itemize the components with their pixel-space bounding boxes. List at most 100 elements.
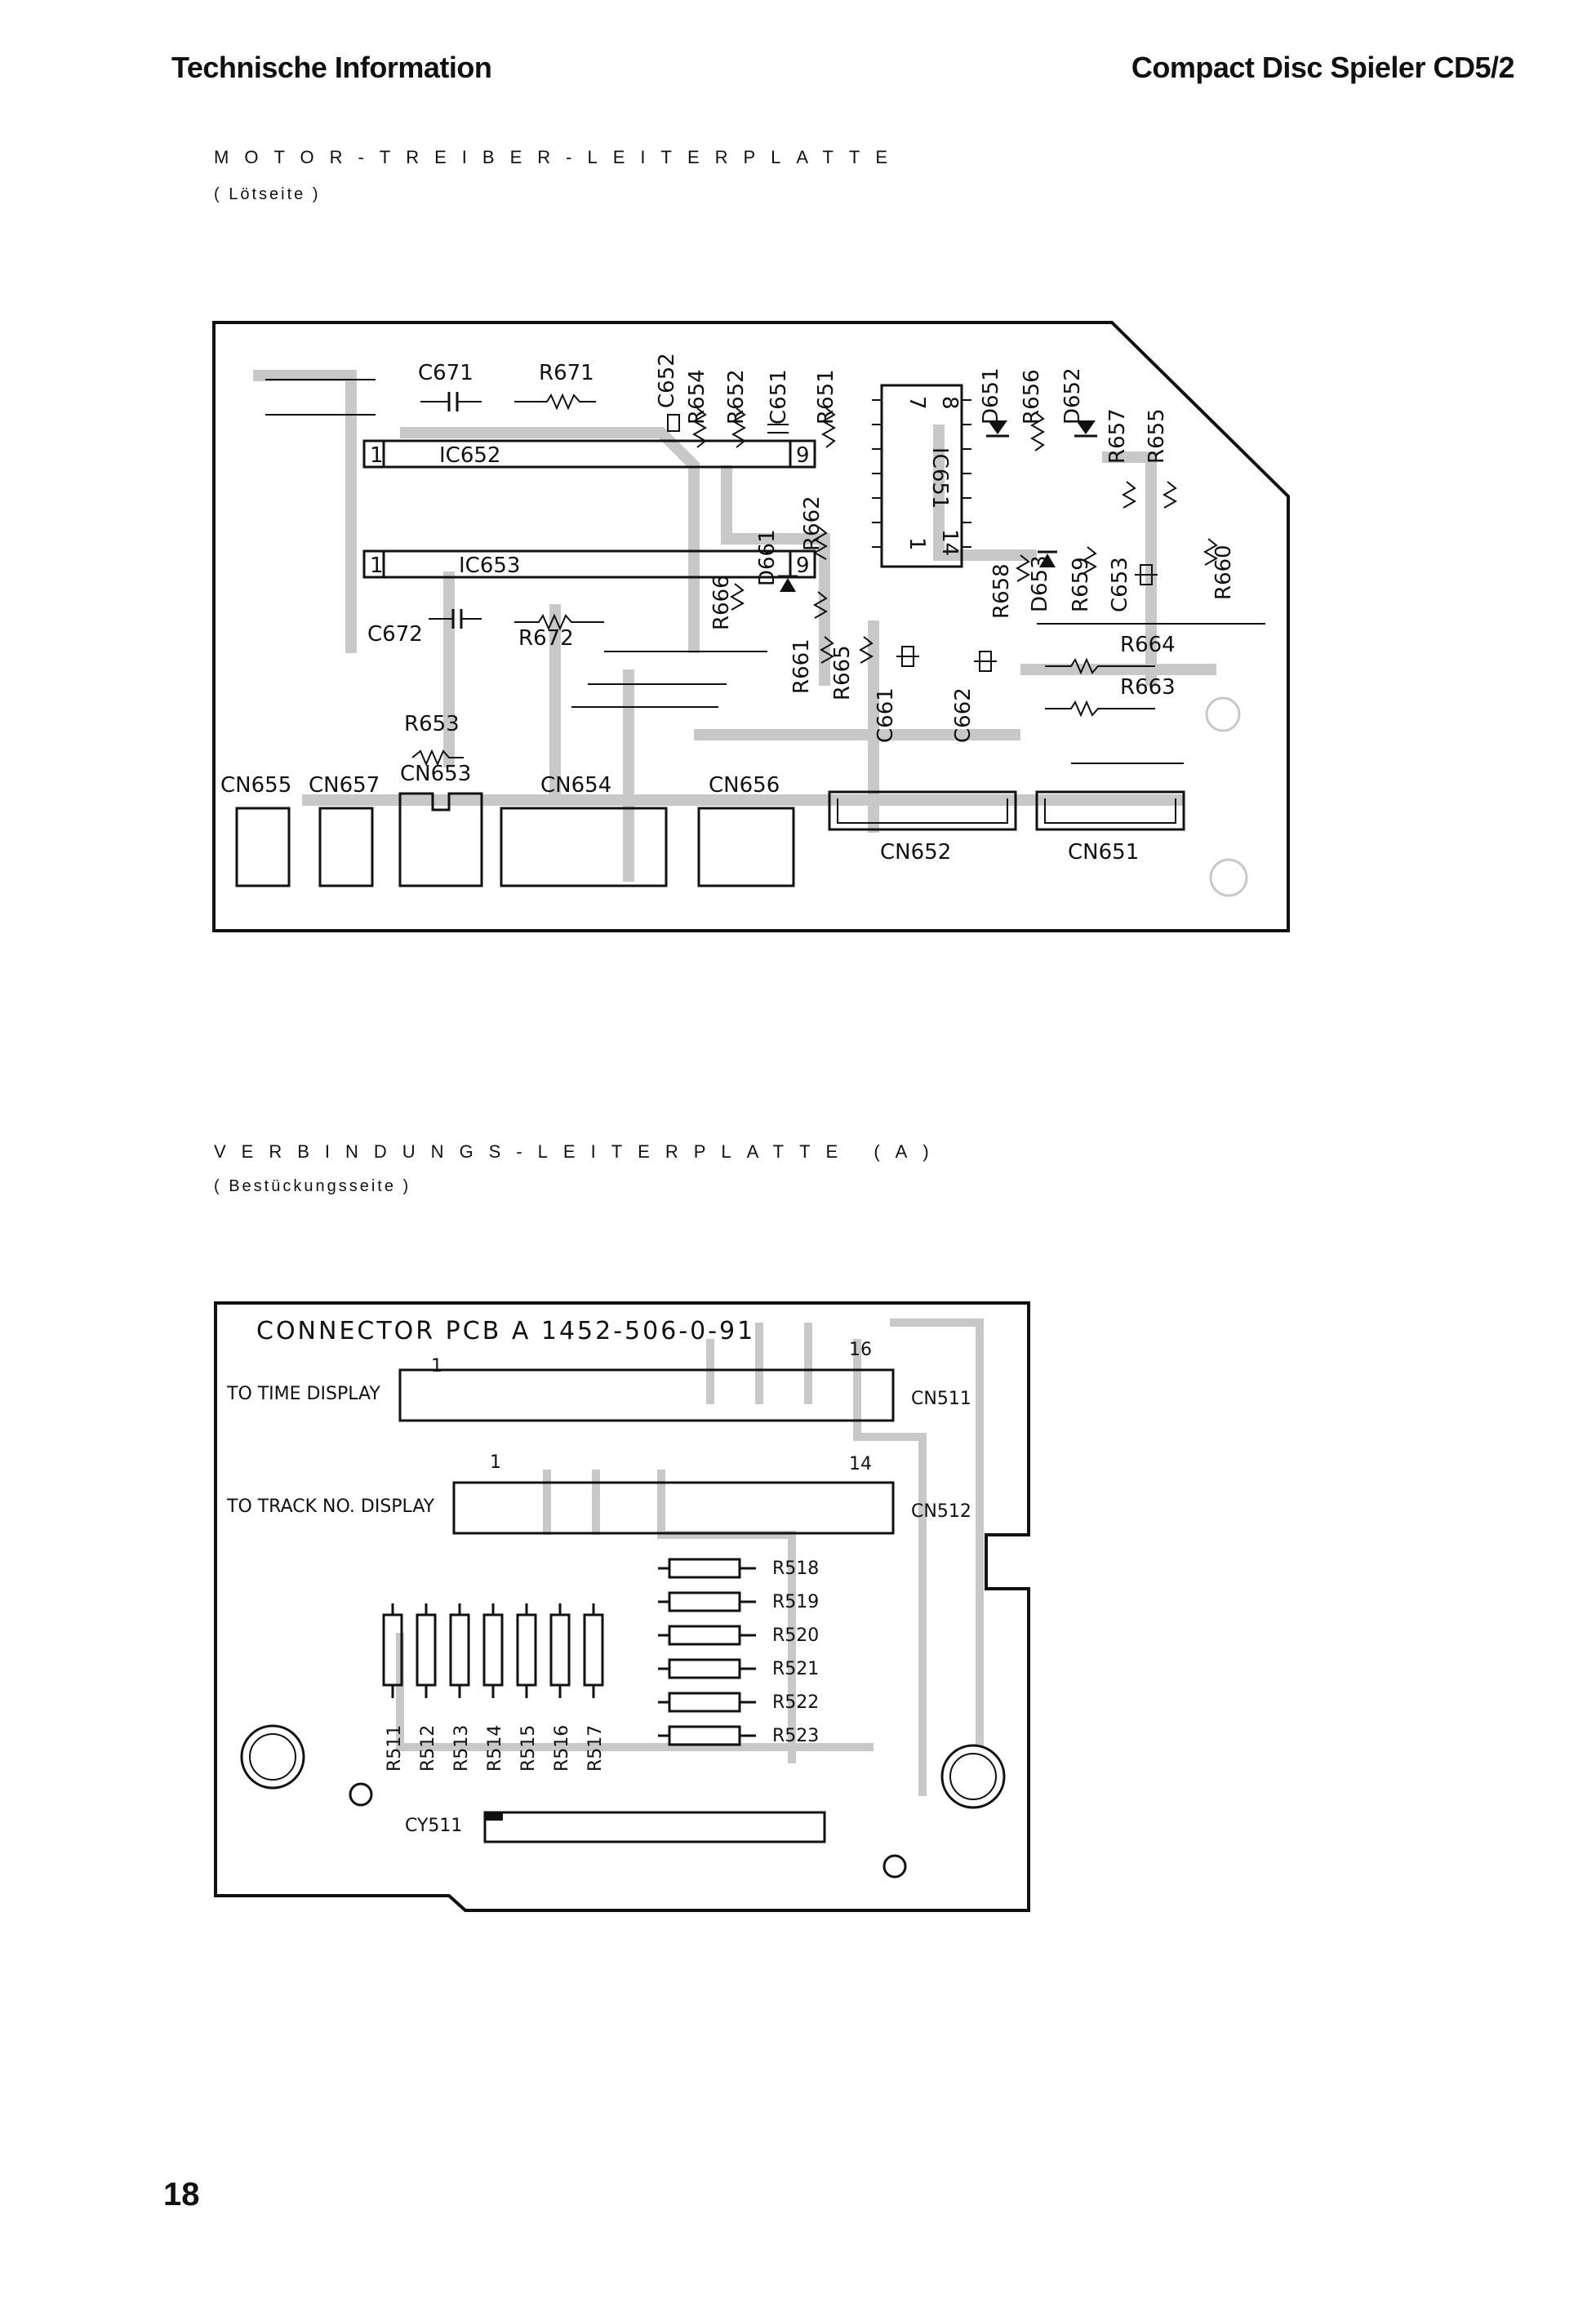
label-cy511: CY511 bbox=[405, 1816, 462, 1836]
label-cn653: CN653 bbox=[400, 762, 471, 786]
resistor-r663: R663 bbox=[1045, 675, 1176, 718]
label-r663: R663 bbox=[1120, 675, 1176, 700]
capacitor-c671: C671 bbox=[418, 361, 482, 411]
label-r661: R661 bbox=[789, 638, 814, 694]
ic653-pin1: 1 bbox=[370, 554, 384, 578]
label-r654: R654 bbox=[685, 369, 709, 425]
connector-cn655 bbox=[235, 807, 291, 887]
connector-cy511: CY511 bbox=[405, 1811, 826, 1843]
connector-cn651: CN651 bbox=[1035, 790, 1185, 865]
connector-pcb-diagram: CONNECTOR PCB A 1452-506-0-91 1 16 TO TI… bbox=[214, 1301, 1030, 1912]
middle-component-labels: R662 D661 R666 R661 R665 C661 C662 R658 … bbox=[709, 496, 1236, 743]
label-cn654: CN654 bbox=[540, 773, 611, 798]
label-r523: R523 bbox=[772, 1726, 819, 1746]
label-r655: R655 bbox=[1145, 408, 1169, 464]
label-cn657: CN657 bbox=[309, 773, 380, 798]
label-c672: C672 bbox=[367, 622, 423, 647]
cn512-pin14: 14 bbox=[849, 1454, 872, 1474]
via-hole bbox=[349, 1782, 373, 1807]
label-r520: R520 bbox=[772, 1625, 819, 1646]
label-r651: R651 bbox=[814, 369, 838, 425]
label-ic653: IC653 bbox=[459, 554, 520, 578]
label-c653: C653 bbox=[1108, 557, 1132, 612]
ic651-pin8: 8 bbox=[937, 396, 962, 410]
mounting-hole-left bbox=[240, 1724, 305, 1790]
label-c671: C671 bbox=[418, 361, 473, 385]
label-c651: C651 bbox=[767, 369, 791, 425]
ic653-pin9: 9 bbox=[796, 554, 810, 578]
connector-cn653 bbox=[398, 792, 483, 887]
ic-ic652: 1 IC652 9 bbox=[362, 439, 816, 469]
label-cn655: CN655 bbox=[220, 773, 291, 798]
label-ic651: IC651 bbox=[927, 447, 952, 509]
capacitor-c672: C672 bbox=[367, 609, 482, 647]
label-c652: C652 bbox=[655, 353, 679, 408]
label-to-track: TO TRACK NO. DISPLAY bbox=[226, 1496, 435, 1517]
label-r522: R522 bbox=[772, 1692, 819, 1713]
label-to-time: TO TIME DISPLAY bbox=[226, 1384, 380, 1404]
label-r659: R659 bbox=[1069, 557, 1093, 612]
header-left-title: Technische Information bbox=[171, 51, 492, 84]
label-r513: R513 bbox=[451, 1725, 472, 1772]
label-r664: R664 bbox=[1120, 633, 1176, 657]
label-r672: R672 bbox=[518, 626, 574, 651]
motor-driver-pcb-diagram: C671 R671 1 IC652 9 1 IC653 9 C672 R672 bbox=[212, 321, 1290, 932]
resistor-r653: R653 bbox=[404, 712, 464, 767]
label-r516: R516 bbox=[552, 1725, 572, 1772]
board-title: CONNECTOR PCB A 1452-506-0-91 bbox=[256, 1317, 755, 1345]
label-r519: R519 bbox=[772, 1592, 819, 1612]
label-r517: R517 bbox=[585, 1725, 606, 1772]
label-d661: D661 bbox=[755, 529, 780, 586]
resistors-r518-r523: R518 R519 R520 R521 R522 R523 bbox=[658, 1558, 819, 1746]
section2-title: VERBINDUNGS-LEITERPLATTE (A) bbox=[214, 1141, 945, 1162]
mounting-hole-right bbox=[940, 1744, 1006, 1809]
cn511-pin16: 16 bbox=[849, 1340, 872, 1360]
ic-ic651: 7 8 1 14 IC651 bbox=[872, 384, 971, 568]
label-cn511: CN511 bbox=[911, 1389, 971, 1409]
label-r666: R666 bbox=[709, 575, 734, 630]
label-r671: R671 bbox=[539, 361, 594, 385]
label-r665: R665 bbox=[830, 645, 855, 700]
resistor-r672: R672 bbox=[514, 613, 604, 651]
label-r658: R658 bbox=[989, 563, 1014, 619]
ic651-pin1: 1 bbox=[905, 537, 929, 551]
ic651-pin14: 14 bbox=[937, 529, 962, 556]
connector-cn656 bbox=[697, 807, 795, 887]
label-r514: R514 bbox=[485, 1725, 505, 1772]
page-number: 18 bbox=[163, 2177, 200, 2212]
label-r653: R653 bbox=[404, 712, 460, 736]
connector-cn657 bbox=[318, 807, 374, 887]
label-r518: R518 bbox=[772, 1559, 819, 1579]
label-cn512: CN512 bbox=[911, 1501, 971, 1522]
via-hole bbox=[882, 1854, 907, 1879]
connector-cn654 bbox=[500, 807, 668, 887]
label-cn656: CN656 bbox=[709, 773, 780, 798]
label-d651: D651 bbox=[979, 367, 1003, 425]
label-r512: R512 bbox=[418, 1725, 438, 1772]
ic652-pin1: 1 bbox=[370, 443, 384, 468]
label-cn651: CN651 bbox=[1068, 840, 1139, 865]
section2-subtitle: ( Bestückungsseite ) bbox=[214, 1177, 411, 1195]
top-component-labels: C652 R654 R652 C651 R651 D651 R656 D652 … bbox=[655, 353, 1169, 464]
label-r662: R662 bbox=[800, 496, 825, 551]
label-d652: D652 bbox=[1060, 367, 1085, 425]
header-right-title: Compact Disc Spieler CD5/2 bbox=[1131, 51, 1515, 84]
label-r511: R511 bbox=[385, 1725, 405, 1772]
cn512-pin1: 1 bbox=[490, 1452, 501, 1473]
label-cn652: CN652 bbox=[880, 840, 951, 865]
label-c662: C662 bbox=[951, 687, 976, 743]
ic651-pin7: 7 bbox=[905, 396, 929, 410]
ic652-pin9: 9 bbox=[796, 443, 810, 468]
connector-cn512: 1 14 TO TRACK NO. DISPLAY CN512 bbox=[226, 1452, 971, 1535]
pcb-traces bbox=[396, 1318, 984, 1796]
label-ic652: IC652 bbox=[439, 443, 500, 468]
board-outline bbox=[214, 1301, 1030, 1912]
label-r660: R660 bbox=[1211, 545, 1236, 600]
section1-subtitle: ( Lötseite ) bbox=[214, 185, 321, 203]
resistors-r511-r517: R511 R512 R513 R514 R515 R516 R517 bbox=[382, 1603, 606, 1772]
board-outline bbox=[212, 321, 1290, 932]
ic-ic653: 1 IC653 9 bbox=[362, 549, 816, 579]
cn511-pin1: 1 bbox=[431, 1356, 442, 1376]
label-r652: R652 bbox=[724, 369, 749, 425]
connector-cn652: CN652 bbox=[828, 790, 1017, 865]
